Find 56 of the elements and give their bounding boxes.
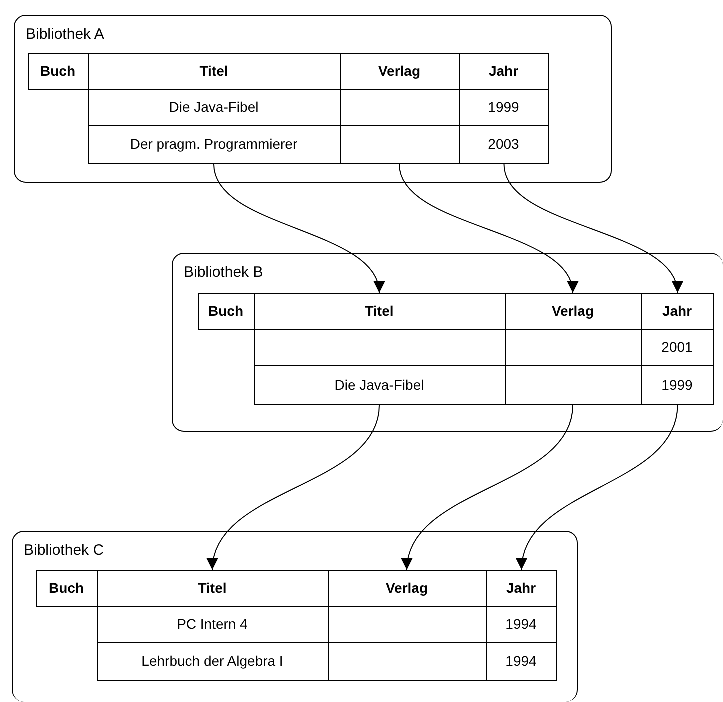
cell-text: 1999 bbox=[488, 99, 520, 115]
cell-text: Titel bbox=[200, 63, 228, 79]
cell-text: Lehrbuch der Algebra I bbox=[142, 653, 284, 670]
cell-text: Titel bbox=[198, 580, 227, 596]
header-cell bbox=[340, 52, 458, 88]
table-cell bbox=[88, 88, 340, 124]
table-cell bbox=[96, 642, 328, 681]
cell-text: 2003 bbox=[488, 136, 520, 152]
library-heading: Bibliothek C bbox=[24, 542, 104, 559]
header-cell bbox=[486, 570, 557, 606]
header-cell bbox=[328, 570, 486, 606]
library-heading: Bibliothek B bbox=[184, 264, 264, 281]
cell-text: Jahr bbox=[488, 63, 519, 79]
arrow bbox=[208, 405, 380, 570]
cell-text: Titel bbox=[365, 303, 394, 319]
table-cell bbox=[96, 606, 328, 642]
header-cell bbox=[640, 292, 714, 328]
cell-text: Jahr bbox=[662, 303, 692, 319]
cell-text: Verlag bbox=[552, 303, 594, 319]
cell-text: Der pragm. Programmierer bbox=[130, 136, 298, 152]
arrow bbox=[399, 164, 576, 294]
cell-text: Buch bbox=[40, 63, 76, 80]
cell-text: 1994 bbox=[506, 616, 537, 632]
cell-text: Jahr bbox=[506, 580, 536, 596]
cell-text: Die Java-Fibel bbox=[169, 99, 259, 115]
header-cell bbox=[88, 52, 340, 88]
header-cell bbox=[504, 292, 640, 328]
cell-text: Buch bbox=[208, 303, 244, 320]
header-cell bbox=[96, 570, 328, 606]
arrow bbox=[504, 164, 681, 294]
cell-text: 1994 bbox=[506, 653, 537, 670]
library-panel bbox=[14, 15, 612, 183]
cell-text: Die Java-Fibel bbox=[334, 376, 424, 393]
cell-text: Buch bbox=[49, 580, 84, 596]
cell-text: 1999 bbox=[662, 376, 693, 393]
header-cell bbox=[36, 570, 96, 607]
cell-text: Verlag bbox=[386, 580, 428, 596]
table-cell bbox=[486, 642, 557, 681]
header-cell bbox=[254, 292, 504, 328]
table-cell bbox=[640, 364, 714, 405]
table-cell bbox=[640, 328, 714, 364]
arrow bbox=[518, 405, 678, 570]
cell-text: Verlag bbox=[378, 63, 421, 79]
header-cell bbox=[198, 292, 254, 330]
table-cell bbox=[254, 364, 504, 405]
header-cell bbox=[28, 52, 88, 90]
table-cell bbox=[458, 124, 549, 164]
table-cell bbox=[88, 124, 340, 164]
header-cell bbox=[458, 52, 549, 88]
cell-text: 2001 bbox=[662, 339, 693, 355]
cell-text: PC Intern 4 bbox=[177, 616, 248, 632]
table-cell bbox=[486, 606, 557, 642]
arrow bbox=[403, 405, 574, 570]
table-cell bbox=[458, 88, 549, 124]
library-heading: Bibliothek A bbox=[26, 26, 104, 43]
arrow bbox=[214, 164, 383, 294]
